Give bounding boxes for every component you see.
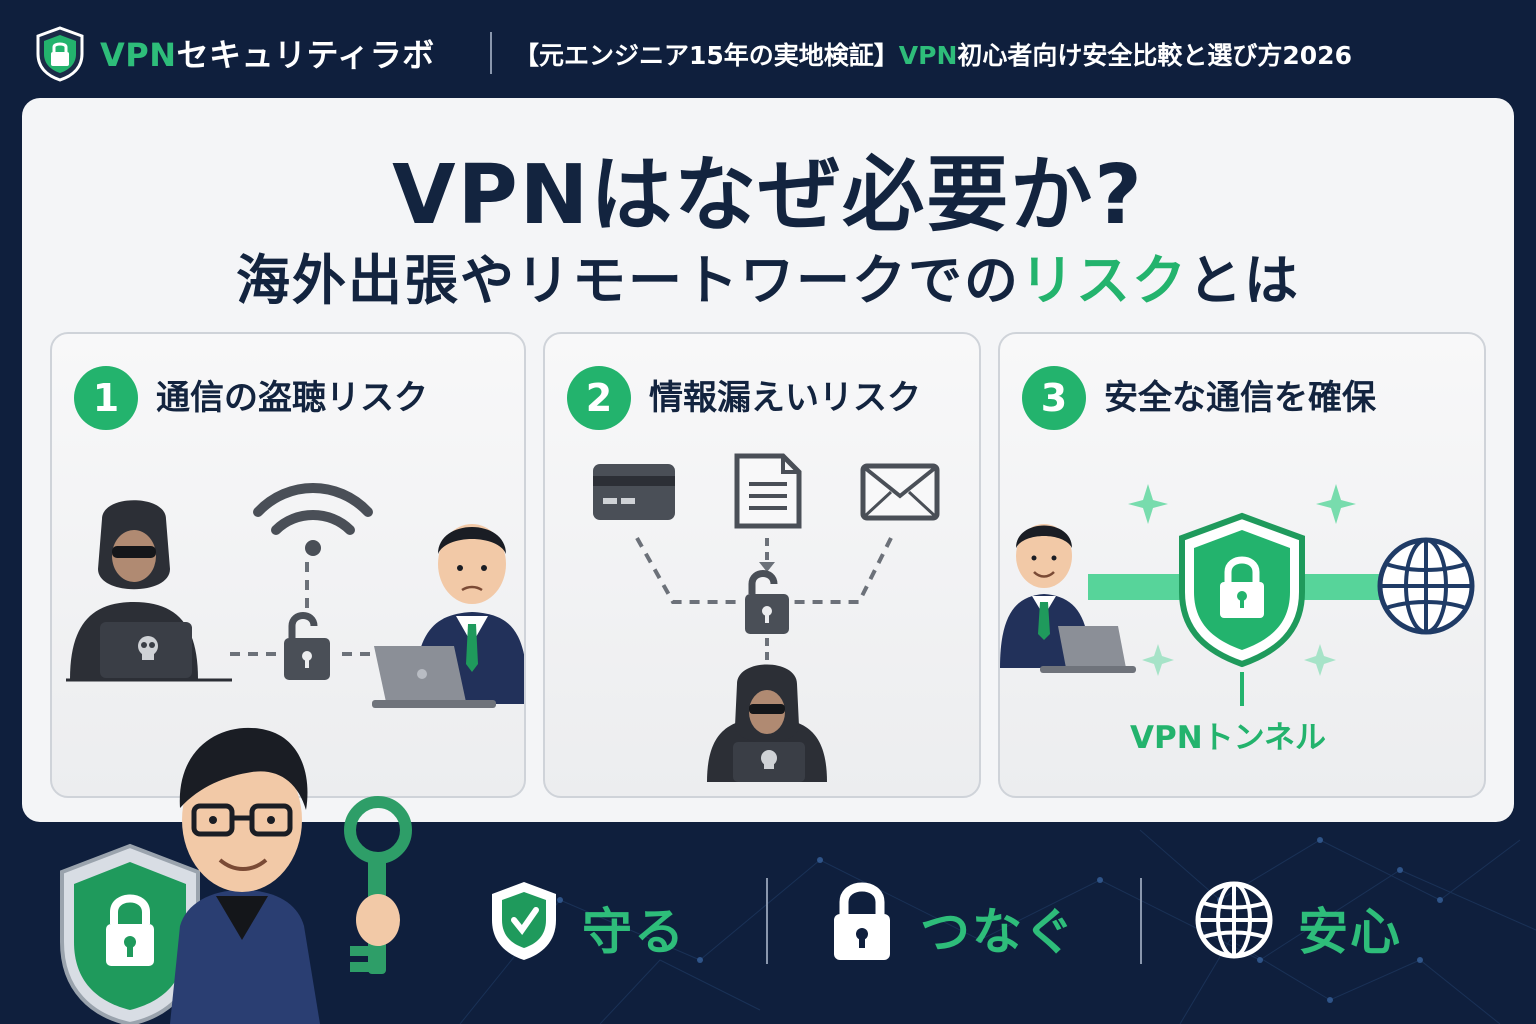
skull-icon [138,636,158,660]
panel-eavesdropping-risk: 1 通信の盗聴リスク [50,332,526,798]
page-subtitle: 海外出張やリモートワークでのリスクとは [0,236,1536,315]
worried-businessman-figure [372,524,524,708]
bottom-item-connect: つなぐ [824,876,1104,966]
tagline-accent: VPN [898,41,958,70]
vpn-tunnel-label: VPNトンネル [1130,720,1327,756]
lock-icon [834,882,890,960]
globe-icon [1195,881,1273,959]
header-tagline: 【元エンジニア15年の実地検証】VPN初心者向け安全比較と選び方2026 [514,36,1352,72]
bottom-label: 安心 [1298,903,1402,961]
brand-prefix: VPN [100,36,177,74]
panel-title: 通信の盗聴リスク [156,378,428,418]
unlocked-padlock-icon [745,570,789,634]
big-shield-lock-icon [60,843,200,1024]
panel-number-badge: 3 [1022,366,1086,430]
hacker-figure [66,500,232,682]
subtitle-start: 海外出張やリモートワークでの [236,249,1020,312]
brand-shield-lock-icon [36,26,84,82]
bottom-item-protect: 守る [486,876,726,966]
envelope-icon [860,463,940,521]
subtitle-accent: リスク [1020,249,1188,312]
credit-card-icon [593,464,675,520]
bottom-item-peace-of-mind: 安心 [1194,876,1454,966]
panel-title: 安全な通信を確保 [1104,378,1376,418]
panel-secure-connection: 3 安全な通信を確保 [998,332,1486,798]
unlocked-padlock-icon [284,612,330,680]
header-divider [490,32,492,74]
bottom-label: つなぐ [920,903,1076,961]
header: VPNセキュリティラボ 【元エンジニア15年の実地検証】VPN初心者向け安全比較… [0,0,1536,100]
brand-name[interactable]: VPNセキュリティラボ [100,30,435,76]
vpn-shield-lock-icon [1179,512,1305,668]
businessman-with-laptop-figure [1000,524,1136,673]
glasses-icon [191,803,293,837]
subtitle-end: とは [1188,249,1300,312]
panel-number-badge: 1 [74,366,138,430]
tagline-start: 【元エンジニア15年の実地検証】 [514,41,899,70]
globe-icon [1377,537,1475,635]
bottom-divider [1140,878,1142,964]
hacker-figure [707,664,827,782]
eavesdropping-illustration [66,483,524,708]
skull-icon [761,750,777,769]
panel-number-badge: 2 [567,366,631,430]
bottom-label: 守る [582,903,686,961]
panel-data-leak-risk: 2 情報漏えいリスク [543,332,981,798]
document-icon [734,453,802,529]
bottom-divider [766,878,768,964]
mascot-engineer-with-key [60,727,412,1024]
page-title: VPNはなぜ必要か? [392,148,1144,243]
tagline-end: 初心者向け安全比較と選び方2026 [957,41,1352,70]
data-leak-illustration [593,453,940,782]
vpn-tunnel-illustration [1000,484,1475,706]
brand-rest: セキュリティラボ [176,36,435,74]
sparkle-icons [1128,484,1356,676]
key-icon [344,796,412,974]
panel-title: 情報漏えいリスク [649,378,921,418]
shield-check-icon [492,882,556,960]
wifi-icon [253,483,373,556]
